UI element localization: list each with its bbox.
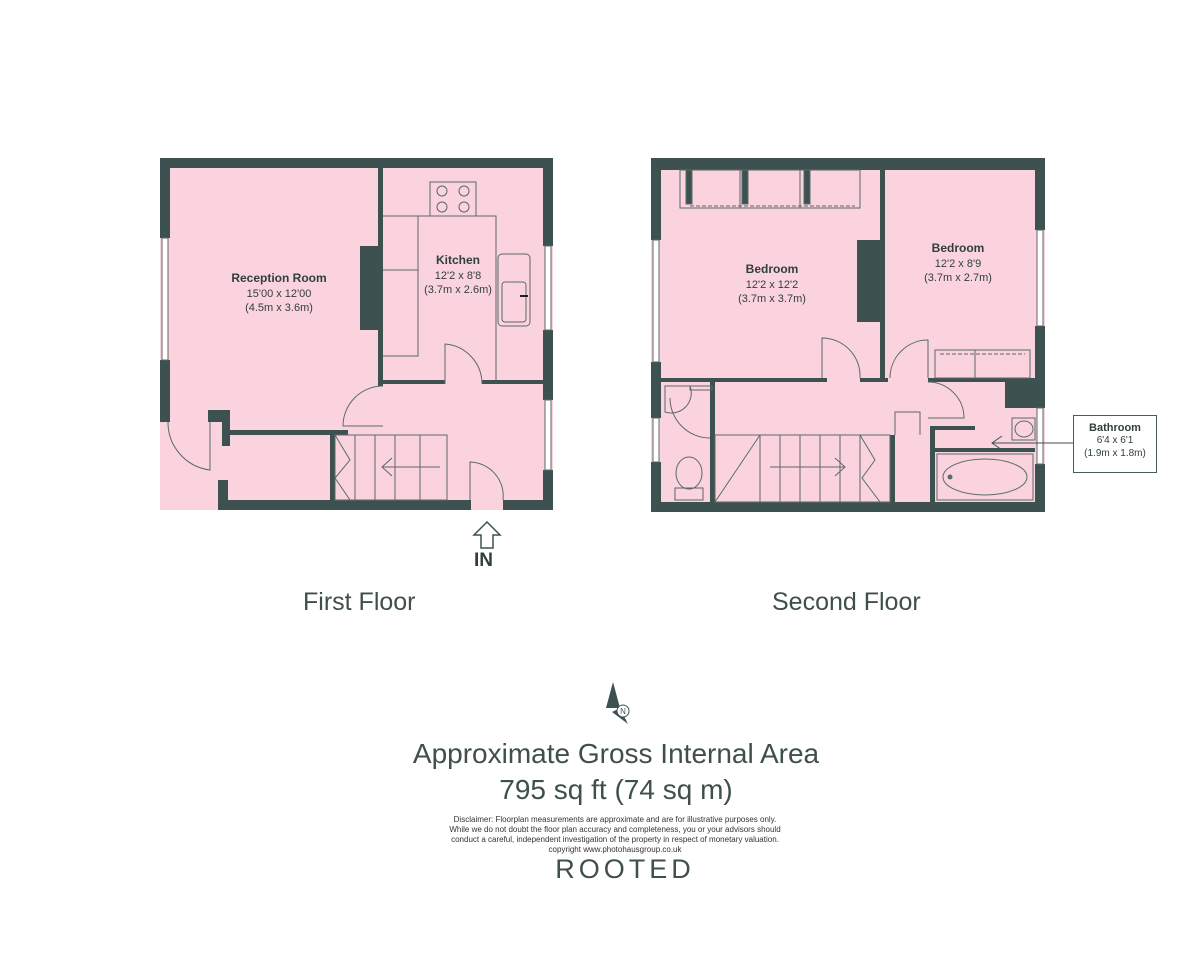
kitchen-dim-imperial: 12'2 x 8'8 [435, 270, 481, 282]
entrance-label: IN [474, 550, 493, 571]
north-arrow-icon: N [606, 682, 630, 724]
first-floor-plan: Reception Room 15'00 x 12'00 (4.5m x 3.6… [160, 158, 553, 549]
brand-logo: ROOTED [555, 854, 695, 884]
area-title: Approximate Gross Internal Area [412, 738, 820, 769]
bedroom-1-dim-metric: (3.7m x 3.7m) [738, 293, 806, 305]
second-floor-label: Second Floor [772, 588, 921, 616]
kitchen-fixtures [383, 181, 531, 380]
bathroom-dim-imperial: 6'4 x 6'1 [1096, 435, 1134, 446]
toilet-icon [674, 487, 704, 501]
second-floor-area [651, 158, 1045, 512]
second-floor-walls [651, 158, 1045, 512]
bathroom-fixtures [664, 385, 1036, 501]
kitchen-name: Kitchen [436, 253, 480, 267]
bedroom-1-dim-imperial: 12'2 x 12'2 [746, 279, 799, 291]
bathroom-dim-metric: (1.9m x 1.8m) [1084, 448, 1146, 459]
first-floor-walls [160, 158, 553, 510]
disclaimer-line: conduct a careful, independent investiga… [451, 835, 779, 844]
disclaimer: Disclaimer: Floorplan measurements are a… [380, 815, 850, 855]
bedroom-2-dim-imperial: 12'2 x 8'9 [935, 258, 981, 270]
second-floor-plan: Bedroom 12'2 x 12'2 (3.7m x 3.7m) Bedroo… [651, 158, 1073, 512]
bedroom-1-name: Bedroom [746, 262, 799, 276]
basin-icon [664, 385, 692, 414]
first-floor-label: First Floor [303, 588, 416, 616]
bedroom-2-dim-metric: (3.7m x 2.7m) [924, 272, 992, 284]
area-value: 795 sq ft (74 sq m) [499, 774, 733, 805]
second-floor-windows [652, 229, 1044, 465]
sink-bath-icon [1011, 417, 1036, 441]
reception-room-dim-metric: (4.5m x 3.6m) [245, 302, 313, 314]
bathroom-name: Bathroom [1089, 422, 1141, 434]
bedroom-2-name: Bedroom [932, 241, 985, 255]
entrance-arrow-icon [472, 520, 502, 549]
bathroom-callout-pointer [991, 435, 1073, 451]
compass-letter: N [620, 707, 626, 716]
wardrobes [679, 169, 1031, 379]
reception-room-dim-imperial: 15'00 x 12'00 [247, 288, 312, 300]
first-floor-windows [161, 237, 552, 471]
sink-icon [497, 253, 531, 327]
second-floor-doors [669, 337, 965, 439]
disclaimer-line: While we do not doubt the floor plan acc… [449, 825, 781, 834]
first-floor-doors [167, 343, 504, 501]
bathroom-callout: Bathroom 6'4 x 6'1 (1.9m x 1.8m) [1073, 415, 1157, 473]
first-floor-area [160, 158, 553, 510]
disclaimer-line: Disclaimer: Floorplan measurements are a… [453, 815, 777, 824]
kitchen-dim-metric: (3.7m x 2.6m) [424, 284, 492, 296]
reception-room-name: Reception Room [231, 271, 326, 285]
second-floor-stairs [714, 434, 891, 503]
bath-icon [936, 453, 1034, 501]
first-floor-stairs [334, 434, 448, 501]
disclaimer-line: copyright www.photohausgroup.co.uk [548, 845, 682, 854]
